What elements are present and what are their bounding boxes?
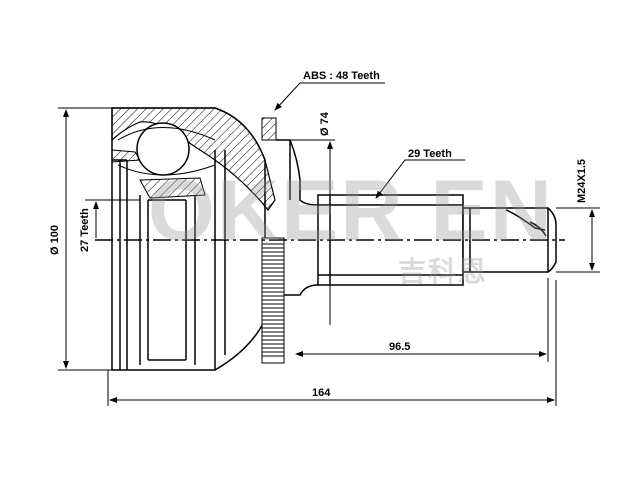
outer-teeth-label: 27 Teeth [79, 208, 91, 252]
thread-label: M24X1.5 [576, 159, 588, 203]
abs-ring-teeth [262, 243, 284, 357]
brand-watermark: OKER EN [148, 163, 554, 259]
total-length-label: 164 [312, 387, 331, 399]
shaft-teeth-label: 29 Teeth [408, 148, 452, 160]
label-leaders [274, 82, 465, 199]
brand-watermark-chinese: 吉科恩 [398, 256, 489, 287]
abs-teeth-label: ABS : 48 Teeth [303, 70, 380, 82]
cage-lines [117, 127, 216, 176]
shaft-length-label: 96.5 [389, 341, 410, 353]
housing-section-hatch [111, 107, 276, 212]
outer-diameter-label: Ø 100 [49, 225, 61, 255]
seal-diameter-label: Ø 74 [319, 111, 331, 136]
dimension-lines [58, 107, 600, 406]
